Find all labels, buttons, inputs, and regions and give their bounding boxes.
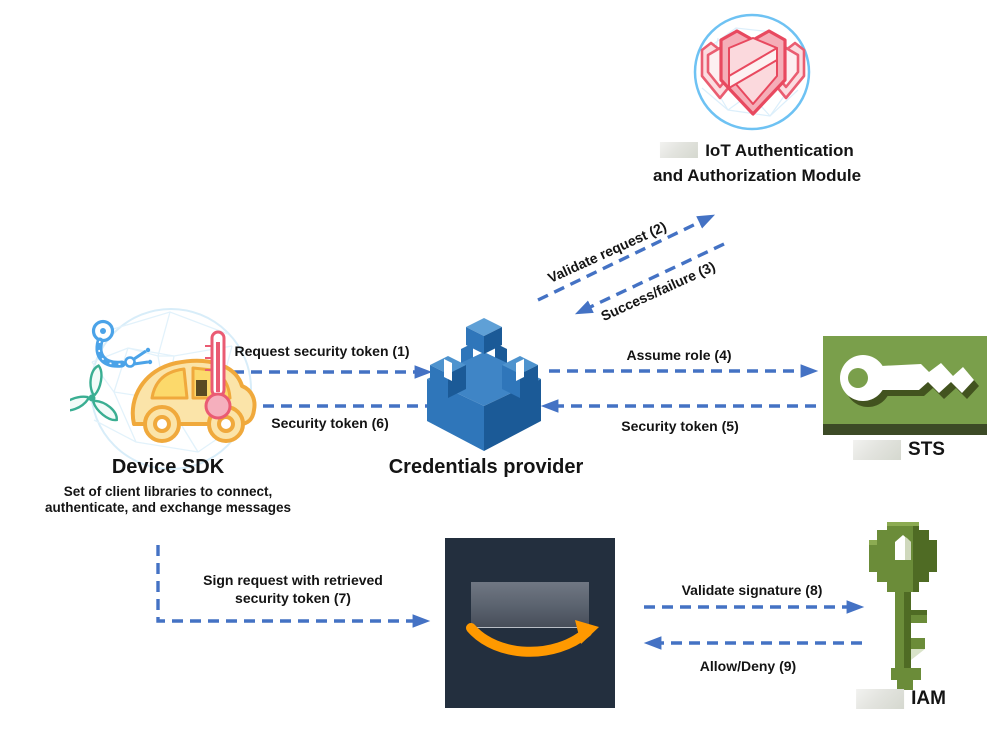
device-sdk-icon <box>70 308 257 470</box>
iam-label: IAM <box>856 688 946 710</box>
robot-arm-icon <box>91 319 153 368</box>
thermometer-icon <box>204 330 232 420</box>
arrow-label-assume-role-4: Assume role (4) <box>626 347 732 363</box>
iot-auth-module-label: IoT Authentication and Authorization Mod… <box>653 138 861 188</box>
iot-auth-label-line1: IoT Authentication <box>660 141 854 160</box>
credentials-provider-icon <box>427 318 541 451</box>
iam-icon <box>869 522 937 690</box>
iot-auth-module-icon <box>693 13 811 131</box>
arrow-validate-request-2 <box>537 214 716 302</box>
redacted-box <box>471 582 589 628</box>
arrow-label-allow-deny-9: Allow/Deny (9) <box>699 658 797 674</box>
propeller-icon <box>70 364 118 422</box>
sts-icon <box>823 336 987 435</box>
arrow-success-failure-3 <box>574 242 725 315</box>
sts-label: STS <box>853 439 945 461</box>
amazon-smile-icon <box>466 620 599 657</box>
redacted-box <box>660 142 699 158</box>
arrow-sign-request-7 <box>156 545 431 628</box>
arrow-label-request-security-token-1: Request security token (1) <box>234 343 410 359</box>
device-sdk-subtitle: Set of client libraries to connect, auth… <box>44 484 292 515</box>
arrow-label-security-token-6: Security token (6) <box>271 415 389 431</box>
arrow-label-validate-signature-8: Validate signature (8) <box>681 582 823 598</box>
redacted-box <box>856 689 905 709</box>
credentials-provider-title: Credentials provider <box>388 456 584 478</box>
car-icon <box>130 358 257 443</box>
device-sdk-title: Device SDK <box>111 456 225 478</box>
redacted-box <box>853 440 902 460</box>
arrow-label-security-token-5: Security token (5) <box>621 418 739 434</box>
arrow-label-sign-request-7: Sign request with retrieved security tok… <box>203 572 383 606</box>
center-shield-icon <box>719 29 787 116</box>
iot-auth-label-line2: and Authorization Module <box>652 166 862 185</box>
amazon-services-box <box>445 538 615 708</box>
